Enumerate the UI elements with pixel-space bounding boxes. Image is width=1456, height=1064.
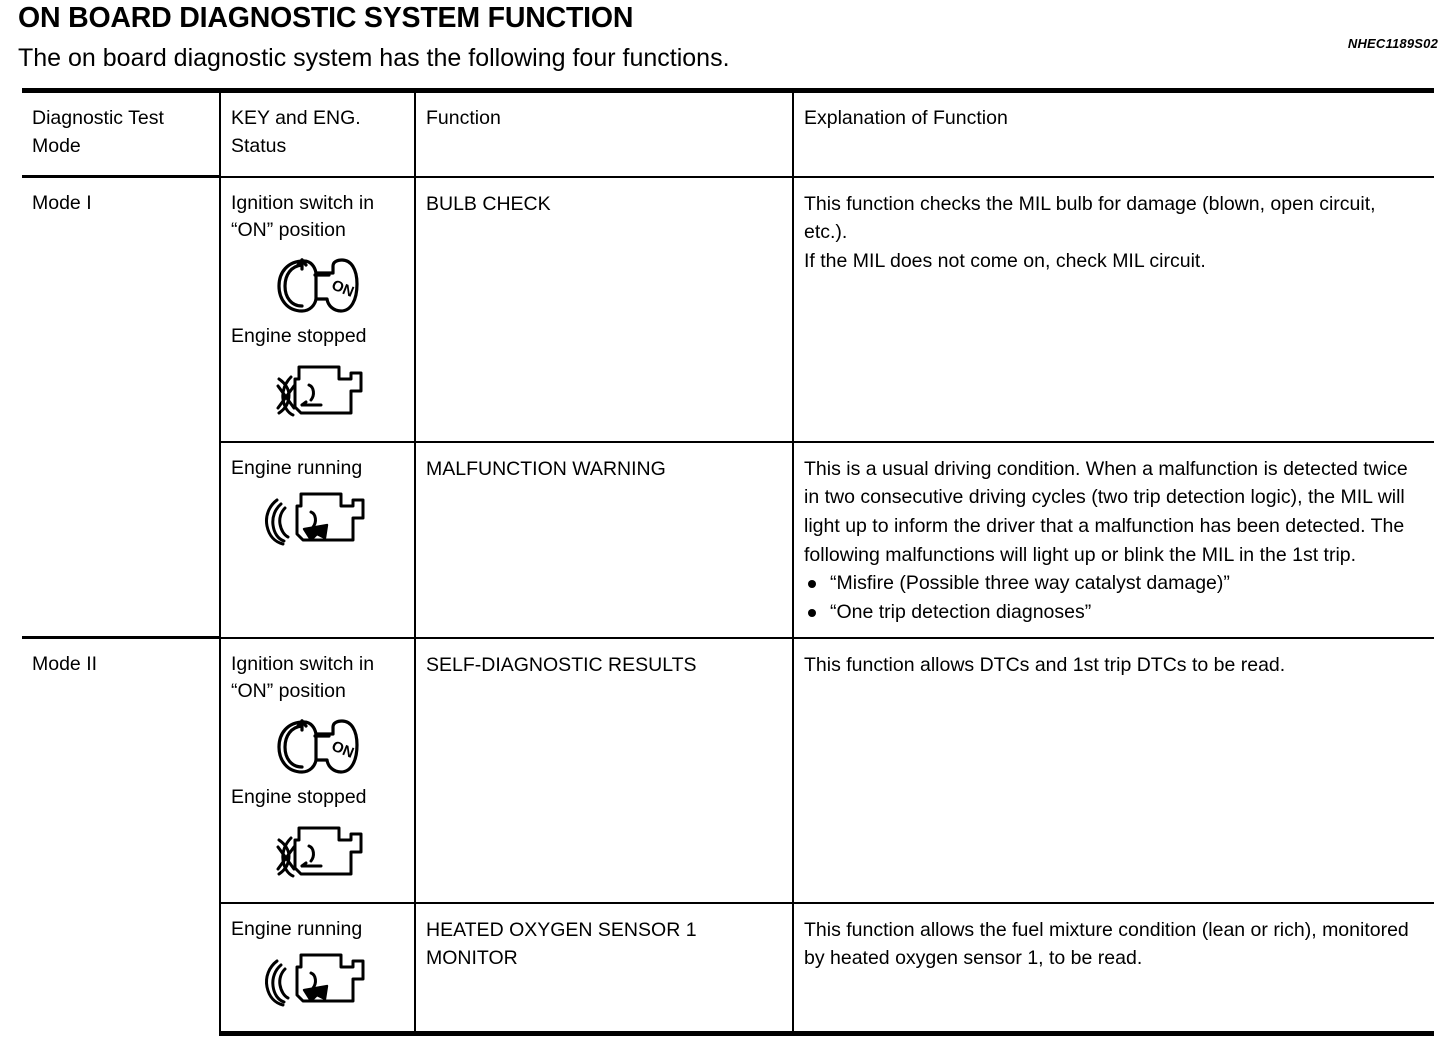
engine-stopped-icon xyxy=(276,365,363,417)
cell-function-4: HEATED OXYGEN SENSOR 1 MONITOR xyxy=(414,901,793,1037)
cell-mode-1: Mode I xyxy=(22,175,220,638)
explanation-bullet-list: “Misfire (Possible three way catalyst da… xyxy=(804,569,1424,626)
explanation-paragraph: This function checks the MIL bulb for da… xyxy=(804,192,1376,244)
cell-explanation-1: This function checks the MIL bulb for da… xyxy=(792,175,1434,442)
mode-label: Mode I xyxy=(32,192,92,214)
page-subtitle: The on board diagnostic system has the f… xyxy=(18,44,730,72)
cell-function-1: BULB CHECK xyxy=(414,175,793,442)
table-row: Mode I Ignition switch in “ON” position xyxy=(22,175,1434,638)
cell-key-status-1: Ignition switch in “ON” position xyxy=(219,175,415,442)
function-label: BULB CHECK xyxy=(426,192,551,215)
cell-explanation-3: This function allows DTCs and 1st trip D… xyxy=(792,636,1434,903)
key-status-line1: Engine running xyxy=(231,456,363,479)
table-row: Engine running xyxy=(22,440,1434,638)
key-status-line1: Engine running xyxy=(231,917,363,940)
explanation-paragraph: If the MIL does not come on, check MIL c… xyxy=(804,249,1206,272)
key-on-label: ON xyxy=(329,277,356,301)
header-mode-line1: Diagnostic Test xyxy=(32,107,164,129)
key-status-line1: Ignition switch in xyxy=(231,191,375,214)
engine-running-icon xyxy=(265,492,365,546)
key-status-line1: Ignition switch in xyxy=(231,652,375,675)
header-key-line2: Status xyxy=(231,134,287,157)
explanation-paragraph: This is a usual driving condition. When … xyxy=(804,457,1408,566)
key-status-line2: “ON” position xyxy=(231,680,346,703)
key-status-line2: “ON” position xyxy=(231,219,346,242)
header-explanation-label: Explanation of Function xyxy=(804,107,1008,129)
function-label: SELF-DIAGNOSTIC RESULTS xyxy=(426,653,697,676)
cell-mode-2: Mode II xyxy=(22,635,220,1034)
cell-function-3: SELF-DIAGNOSTIC RESULTS xyxy=(414,636,793,903)
header-cell-function: Function xyxy=(414,88,793,178)
diagnostic-function-table: Diagnostic Test Mode KEY and ENG. Status… xyxy=(22,88,1434,1037)
header-cell-explanation: Explanation of Function xyxy=(792,88,1434,178)
cell-key-status-3: Ignition switch in “ON” position xyxy=(219,636,415,903)
header-mode-line2: Mode xyxy=(32,134,81,157)
page-title: ON BOARD DIAGNOSTIC SYSTEM FUNCTION xyxy=(18,2,634,34)
engine-state-text: Engine stopped xyxy=(231,324,367,347)
mode-label: Mode II xyxy=(32,653,98,675)
ignition-key-on-icon: ON xyxy=(277,719,359,774)
cell-explanation-2: This is a usual driving condition. When … xyxy=(792,440,1434,638)
header-cell-key-status: KEY and ENG. Status xyxy=(219,88,415,178)
engine-running-icon xyxy=(265,953,365,1007)
function-label: MALFUNCTION WARNING xyxy=(426,457,666,480)
header-cell-mode: Diagnostic Test Mode xyxy=(22,88,220,178)
header-function-label: Function xyxy=(426,107,501,129)
cell-key-status-4: Engine running xyxy=(219,901,415,1037)
table-header-row: Diagnostic Test Mode KEY and ENG. Status… xyxy=(22,88,1434,178)
explanation-paragraph: This function allows DTCs and 1st trip D… xyxy=(804,653,1286,676)
list-item: “Misfire (Possible three way catalyst da… xyxy=(804,569,1424,598)
table-row: Engine running xyxy=(22,901,1434,1037)
engine-stopped-icon xyxy=(276,826,363,878)
cell-function-2: MALFUNCTION WARNING xyxy=(414,440,793,638)
reference-code: NHEC1189S02 xyxy=(1347,36,1438,51)
function-label: HEATED OXYGEN SENSOR 1 MONITOR xyxy=(426,918,697,969)
list-item: “One trip detection diagnoses” xyxy=(804,598,1424,627)
diagnostic-function-table-wrapper: Diagnostic Test Mode KEY and ENG. Status… xyxy=(22,88,1434,1037)
ignition-key-on-icon: ON xyxy=(277,258,359,313)
engine-state-text: Engine stopped xyxy=(231,785,367,808)
explanation-paragraph: This function allows the fuel mixture co… xyxy=(804,918,1409,970)
table-row: Mode II Ignition switch in “ON” position xyxy=(22,635,1434,1034)
header-key-line1: KEY and ENG. xyxy=(231,107,361,129)
cell-key-status-2: Engine running xyxy=(219,440,415,638)
cell-explanation-4: This function allows the fuel mixture co… xyxy=(792,901,1434,1037)
key-on-label: ON xyxy=(329,738,356,762)
